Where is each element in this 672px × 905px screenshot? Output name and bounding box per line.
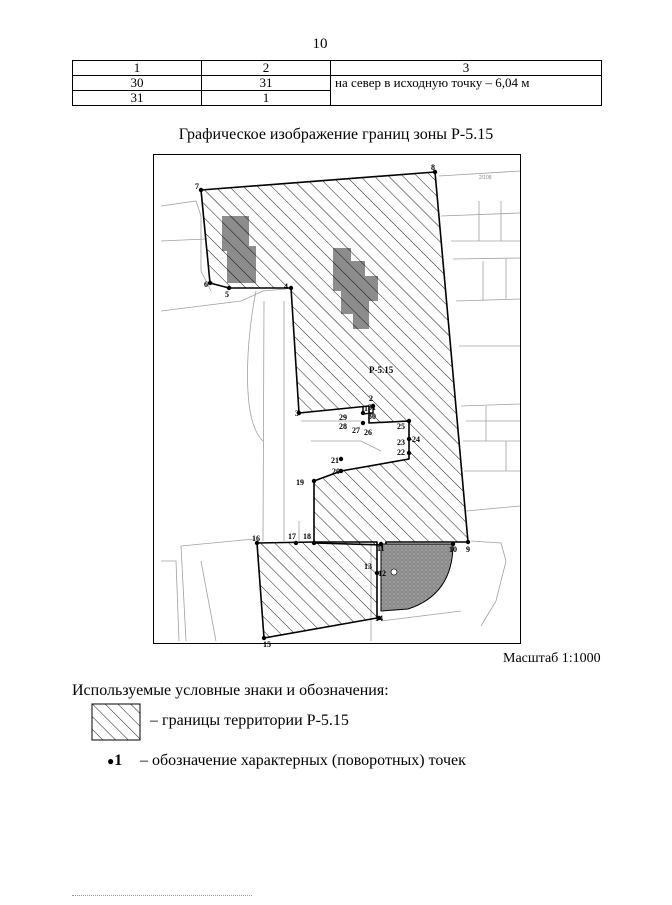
zone-map-svg: 2/108 bbox=[160, 163, 521, 649]
table-cell-from: 30 bbox=[72, 75, 202, 91]
point-label: 22 bbox=[397, 448, 405, 457]
point-label: 11 bbox=[377, 544, 385, 553]
point-label: 13 bbox=[364, 562, 372, 571]
point-label: 7 bbox=[195, 182, 199, 191]
legend-title: Используемые условные знаки и обозначени… bbox=[72, 682, 389, 699]
point-label: 21 bbox=[331, 456, 339, 465]
table-cell-from: 31 bbox=[72, 90, 202, 106]
point-label: 28 bbox=[339, 422, 347, 431]
point-label: 10 bbox=[449, 545, 457, 554]
point-label: 15 bbox=[263, 640, 271, 649]
map-scale: Масштаб 1:1000 bbox=[503, 651, 601, 666]
point-label: 20 bbox=[332, 467, 340, 476]
point-label: 14 bbox=[375, 614, 383, 623]
point-label: 30 bbox=[368, 412, 376, 421]
point-label: 3 bbox=[295, 409, 299, 418]
legend-boundary-text: – границы территории Р-5.15 bbox=[150, 712, 349, 729]
zone-label: Р-5.15 bbox=[369, 365, 394, 375]
legend-point-symbol: ●1 bbox=[107, 752, 122, 770]
zone-notch bbox=[362, 406, 374, 415]
table-cell-to: 1 bbox=[201, 90, 331, 106]
point-label: 4 bbox=[284, 282, 288, 291]
marker-ring bbox=[390, 568, 398, 576]
point-label: 17 bbox=[288, 532, 296, 541]
table-header-cell: 1 bbox=[72, 60, 202, 76]
zone-boundary-lower bbox=[256, 541, 378, 639]
point-label: 29 bbox=[339, 413, 347, 422]
point-label: 18 bbox=[303, 532, 311, 541]
table-header-cell: 2 bbox=[201, 60, 331, 76]
point-label: 31 bbox=[368, 403, 376, 412]
table-cell-to: 31 bbox=[201, 75, 331, 91]
dark-area bbox=[380, 543, 454, 612]
zone-boundary-main bbox=[200, 171, 469, 546]
point-label: 26 bbox=[364, 428, 372, 437]
table-cell-description: на север в исходную точку – 6,04 м bbox=[330, 75, 602, 106]
point-label: 2 bbox=[369, 394, 373, 403]
legend-point-text: – обозначение характерных (поворотных) т… bbox=[140, 752, 466, 769]
table-header-cell: 3 bbox=[330, 60, 602, 76]
point-label: 23 bbox=[397, 438, 405, 447]
footer-divider bbox=[72, 895, 252, 896]
point-dot-icon: ● bbox=[107, 754, 115, 768]
point-label: 1 bbox=[364, 404, 368, 413]
map-title: Графическое изображение границ зоны Р-5.… bbox=[178, 126, 494, 143]
point-label: 25 bbox=[397, 422, 405, 431]
point-label: 8 bbox=[431, 163, 435, 172]
point-label: 9 bbox=[466, 545, 470, 554]
point-label: 6 bbox=[204, 280, 208, 289]
table-header-row: 1 2 3 bbox=[72, 60, 602, 76]
point-label: 5 bbox=[225, 290, 229, 299]
background-label: 2/108 bbox=[479, 175, 492, 181]
table-row: 31 1 bbox=[72, 90, 602, 106]
legend-hatch-swatch bbox=[91, 703, 141, 741]
background-map-lines bbox=[160, 170, 521, 642]
legend-point-number: 1 bbox=[114, 752, 123, 769]
point-label: 24 bbox=[412, 435, 420, 444]
page-number: 10 bbox=[312, 36, 328, 52]
table-row: 30 31 на север в исходную точку – 6,04 м bbox=[72, 75, 602, 106]
point-label: 27 bbox=[352, 426, 360, 435]
coordinates-table: 1 2 3 30 31 на север в исходную точку – … bbox=[72, 60, 602, 106]
point-label: 16 bbox=[252, 534, 260, 543]
boundary-points bbox=[198, 169, 471, 641]
point-label: 12 bbox=[378, 569, 386, 578]
zone-map: 2/108 bbox=[153, 154, 521, 649]
point-label: 19 bbox=[296, 478, 304, 487]
